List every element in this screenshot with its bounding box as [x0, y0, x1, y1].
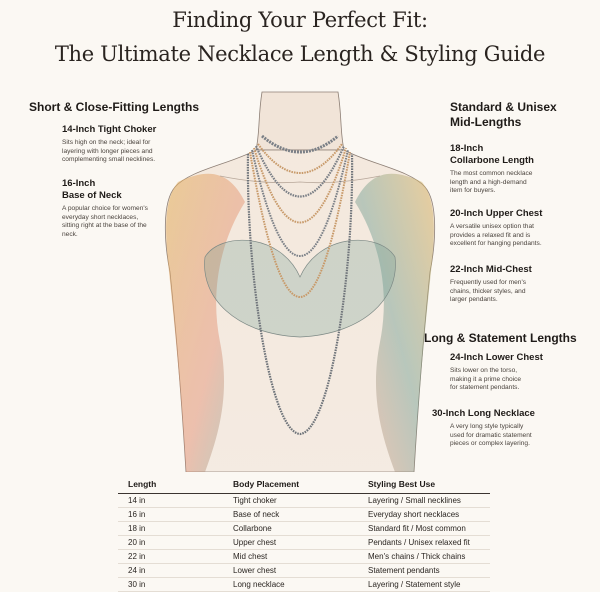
cell-length: 16 in — [118, 507, 223, 522]
length-18-heading-line-1: 18-Inch — [450, 143, 484, 154]
necklace-14-in — [261, 134, 339, 154]
length-20-heading: 20-Inch Upper Chest — [450, 208, 543, 219]
cell-placement: Base of neck — [223, 507, 358, 522]
section-short-lengths: Short & Close-Fitting Lengths — [29, 100, 199, 114]
necklace-22-in — [251, 149, 349, 257]
length-16-heading-line-2: Base of Neck — [62, 190, 122, 201]
length-24-heading: 24-Inch Lower Chest — [450, 352, 543, 363]
length-18-inch: 18-Inch Collarbone Length The most commo… — [450, 143, 534, 196]
collarbone-line — [219, 175, 381, 184]
length-30-heading: 30-Inch Long Necklace — [432, 408, 535, 419]
cell-styling: Layering / Small necklines — [358, 493, 490, 508]
section-long-lengths: Long & Statement Lengths — [424, 331, 577, 345]
length-16-heading-line-1: 16-Inch — [62, 178, 96, 189]
right-color-wash — [355, 173, 434, 472]
length-30-description: A very long style typically used for dra… — [450, 423, 532, 448]
length-30-inch: 30-Inch Long Necklace A very long style … — [432, 408, 535, 449]
length-20-inch: 20-Inch Upper Chest A versatile unisex o… — [450, 208, 542, 249]
length-22-heading: 22-Inch Mid-Chest — [450, 264, 532, 275]
table-row: 30 in Long necklace Layering / Statement… — [118, 577, 490, 592]
length-24-inch: 24-Inch Lower Chest Sits lower on the to… — [450, 352, 543, 393]
table-header-row: Length Body Placement Styling Best Use — [118, 479, 490, 494]
length-14-inch: 14-Inch Tight Choker Sits high on the ne… — [62, 124, 156, 165]
cell-placement: Upper chest — [223, 535, 358, 550]
cell-length: 20 in — [118, 535, 223, 550]
necklace-30-in — [246, 153, 354, 436]
cell-placement: Lower chest — [223, 563, 358, 578]
length-14-heading: 14-Inch Tight Choker — [62, 124, 157, 135]
cell-length: 18 in — [118, 521, 223, 536]
table-row: 22 in Mid chest Men's chains / Thick cha… — [118, 549, 490, 564]
table-row: 20 in Upper chest Pendants / Unisex rela… — [118, 535, 490, 550]
column-header-length: Length — [118, 479, 223, 494]
cell-styling: Men's chains / Thick chains — [358, 549, 490, 564]
cell-styling: Everyday short necklaces — [358, 507, 490, 522]
necklace-16-in — [257, 143, 343, 174]
cell-styling: Statement pendants — [358, 563, 490, 578]
cell-styling: Pendants / Unisex relaxed fit — [358, 535, 490, 550]
length-14-description: Sits high on the neck; ideal for layerin… — [62, 139, 156, 164]
cell-length: 14 in — [118, 493, 223, 508]
page-title-line-2: The Ultimate Necklace Length & Styling G… — [54, 42, 546, 66]
cell-placement: Tight choker — [223, 493, 358, 508]
torso-illustration — [164, 91, 436, 472]
length-24-description: Sits lower on the torso, making it a pri… — [450, 367, 522, 392]
cell-styling: Layering / Statement style — [358, 577, 490, 592]
left-color-wash — [166, 173, 245, 472]
cell-styling: Standard fit / Most common — [358, 521, 490, 536]
length-20-description: A versatile unisex option that provides … — [450, 223, 542, 248]
table-row: 14 in Tight choker Layering / Small neck… — [118, 493, 490, 508]
length-22-description: Frequently used for men's chains, thicke… — [450, 279, 527, 304]
cell-length: 24 in — [118, 563, 223, 578]
column-header-body-placement: Body Placement — [223, 479, 358, 494]
table-row: 24 in Lower chest Statement pendants — [118, 563, 490, 578]
column-header-styling: Styling Best Use — [358, 479, 490, 494]
section-standard-lengths: Standard & Unisex Mid-Lengths — [450, 100, 557, 129]
length-22-inch: 22-Inch Mid-Chest Frequently used for me… — [450, 264, 532, 305]
page-title-line-1: Finding Your Perfect Fit: — [172, 8, 428, 32]
length-reference-table: Length Body Placement Styling Best Use 1… — [118, 479, 490, 592]
necklace-24-in — [249, 151, 351, 298]
cell-placement: Long necklace — [223, 577, 358, 592]
cell-placement: Collarbone — [223, 521, 358, 536]
cell-placement: Mid chest — [223, 549, 358, 564]
length-16-description: A popular choice for women's everyday sh… — [62, 205, 148, 238]
length-16-inch: 16-Inch Base of Neck A popular choice fo… — [62, 178, 148, 239]
table-row: 18 in Collarbone Standard fit / Most com… — [118, 521, 490, 536]
length-18-heading-line-2: Collarbone Length — [450, 155, 534, 166]
table-row: 16 in Base of neck Everyday short neckla… — [118, 507, 490, 522]
length-18-description: The most common necklace length and a hi… — [450, 170, 533, 195]
cell-length: 22 in — [118, 549, 223, 564]
cell-length: 30 in — [118, 577, 223, 592]
necklace-20-in — [253, 147, 347, 224]
